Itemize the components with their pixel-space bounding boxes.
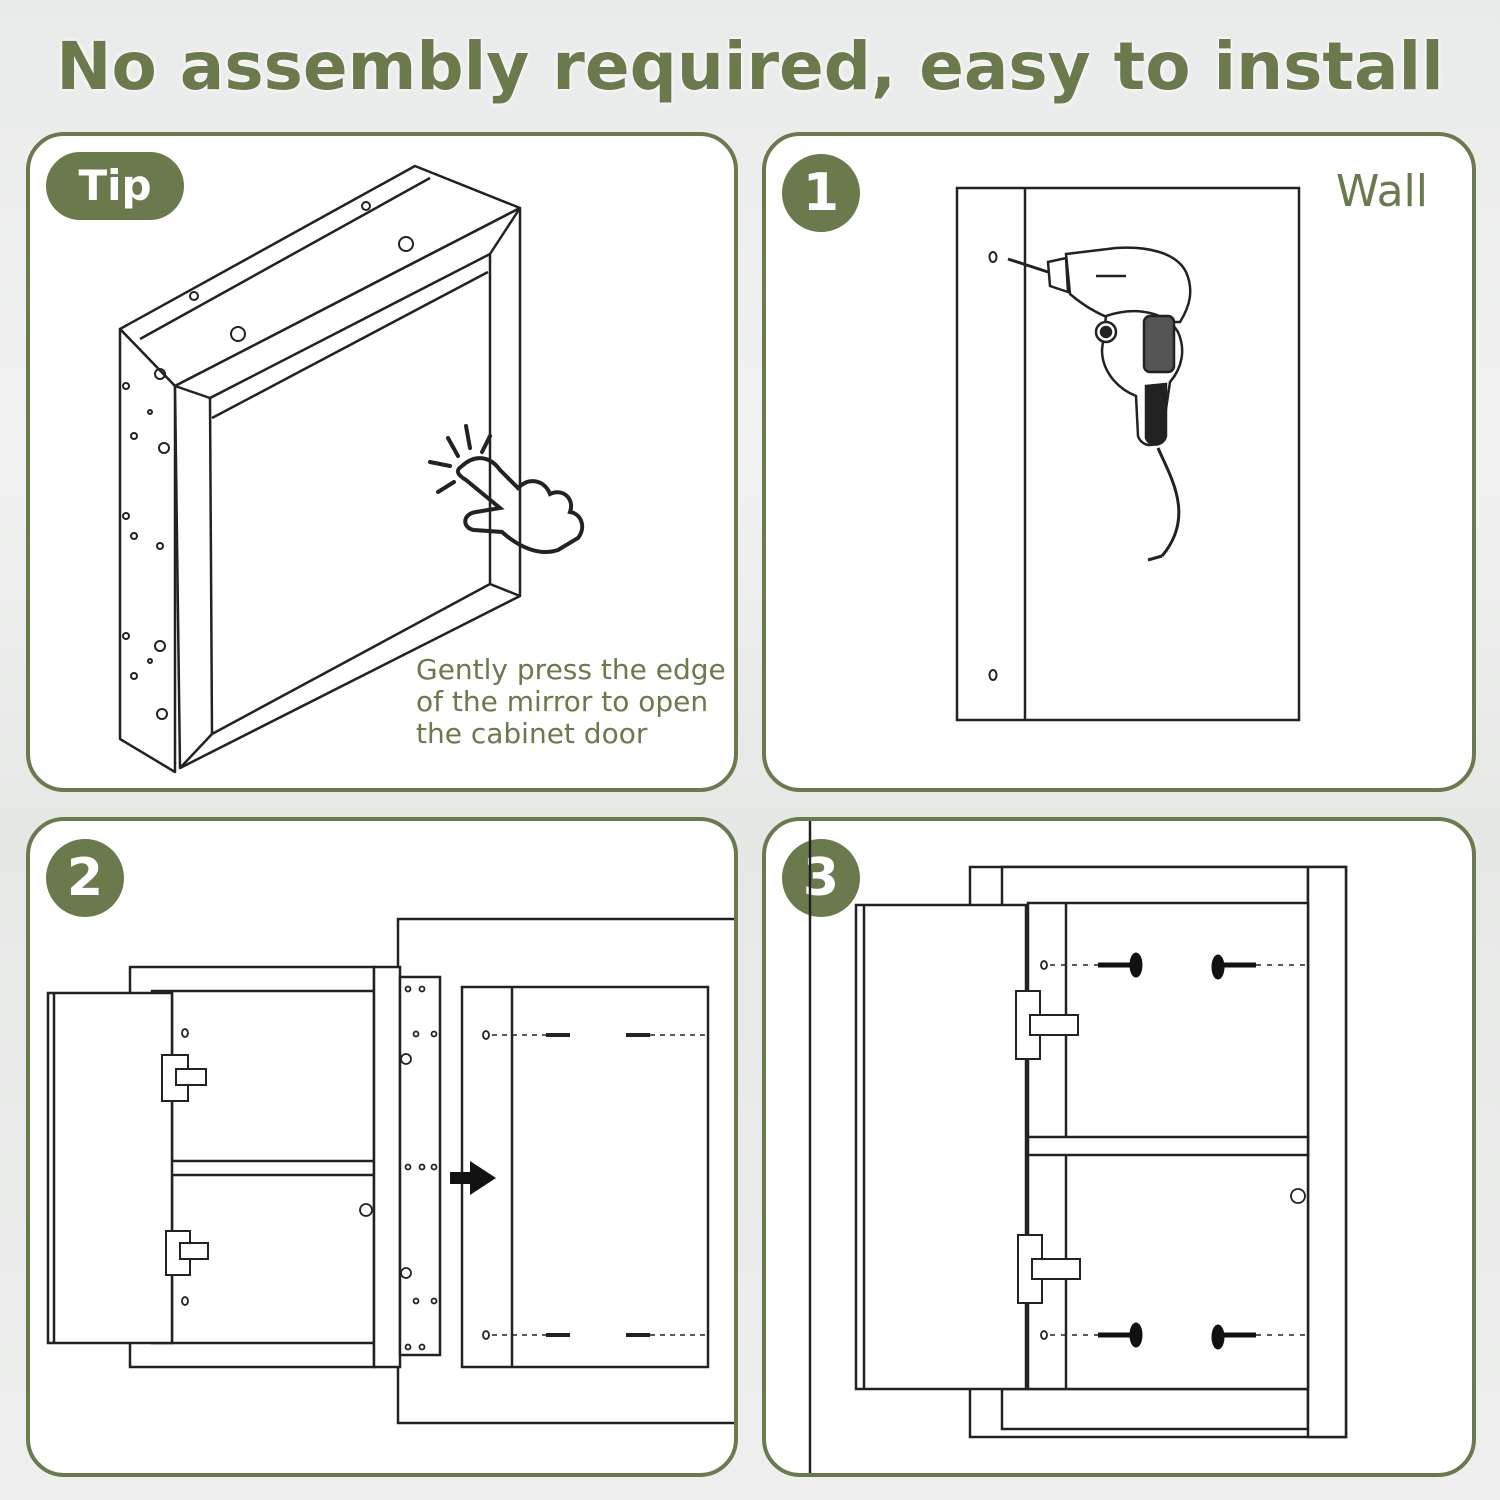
page-title: No assembly required, easy to install xyxy=(56,28,1444,105)
step-1-badge: 1 xyxy=(782,154,860,232)
cabinet-mounting-illustration xyxy=(46,917,734,1425)
panel-step-2: 2 xyxy=(26,817,738,1477)
press-hand-icon xyxy=(428,424,585,554)
cabinet-attached-illustration xyxy=(808,821,1348,1473)
tip-badge: Tip xyxy=(46,152,184,220)
panel-step-3: 3 xyxy=(762,817,1476,1477)
panel-tip: Tip xyxy=(26,132,738,792)
arrow-right-icon xyxy=(450,1161,496,1195)
tip-caption: Gently press the edge of the mirror to o… xyxy=(416,653,726,750)
wall-label: Wall xyxy=(1335,166,1428,217)
panel-step-1: 1 Wall xyxy=(762,132,1476,792)
cabinet-perspective-illustration xyxy=(118,164,585,774)
screw-icon xyxy=(1098,952,1256,1350)
hinge-icon xyxy=(1015,990,1081,1304)
hinge-icon xyxy=(161,1054,209,1276)
step-2-badge: 2 xyxy=(46,839,124,917)
wall-drilling-illustration xyxy=(955,186,1301,722)
drill-icon xyxy=(1007,246,1192,562)
